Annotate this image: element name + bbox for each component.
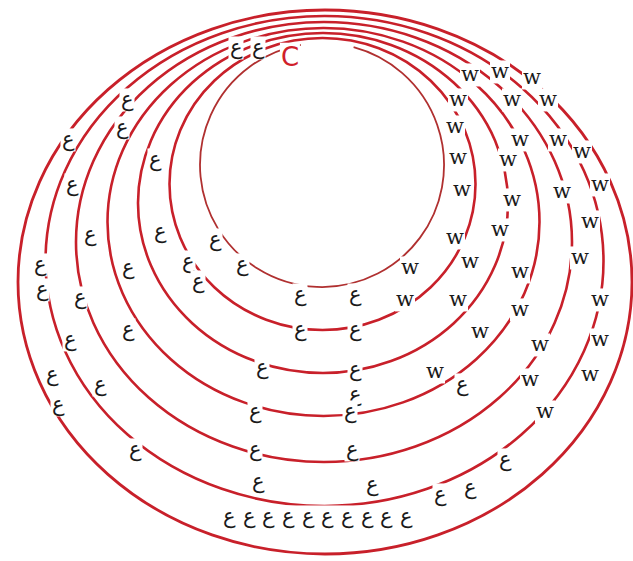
cell-symbol: w [570, 246, 590, 269]
cell-symbol: ع [348, 283, 363, 306]
cell-symbol: ع [248, 438, 263, 461]
cell-symbol: ع [35, 278, 50, 301]
cell-symbol: w [580, 363, 600, 386]
cell-symbol: ع [293, 318, 308, 341]
band-line [108, 28, 540, 416]
cell-symbol: w [572, 140, 592, 163]
cell-symbol: w [535, 400, 555, 423]
cell-symbol: w [490, 60, 510, 83]
cell-symbol: ع [51, 393, 66, 416]
cell-symbol: w [590, 173, 610, 196]
cell-symbol: ع [255, 356, 270, 379]
cell-symbol: w [548, 128, 568, 151]
cell-symbol: ع [348, 358, 363, 381]
cell-symbol: ع [455, 373, 470, 396]
cell-symbol: w [538, 88, 558, 111]
band-line [46, 16, 604, 506]
cell-symbol: ع [128, 438, 143, 461]
cell-symbol: ع [148, 148, 163, 171]
cell-symbol: ع [208, 228, 223, 251]
cell-symbol: ع [61, 128, 76, 151]
cell-symbol: ع [93, 373, 108, 396]
cell-symbol: w [498, 148, 518, 171]
outer-oval [18, 10, 632, 554]
cell-symbol: ع [248, 400, 263, 423]
cell-symbol: w [448, 288, 468, 311]
cell-symbol: ع [348, 318, 363, 341]
cell-symbol: ع [45, 363, 60, 386]
cell-symbol: w [502, 88, 522, 111]
cell-symbol: ع [345, 438, 360, 461]
band-line [76, 22, 572, 462]
cell-symbol: w [448, 146, 468, 169]
cell-symbol: ع [433, 483, 448, 506]
cell-symbol: w [510, 260, 530, 283]
cell-symbol: ع [251, 36, 266, 59]
cell-symbol: w [425, 360, 445, 383]
cell-symbol: w [460, 250, 480, 273]
cell-symbol: w [522, 66, 542, 89]
cell-symbol: w [445, 115, 465, 138]
cell-symbol: ع [121, 318, 136, 341]
cell-symbol: ع [63, 328, 78, 351]
cell-symbol: w [395, 288, 415, 311]
region-letter: C [280, 43, 300, 72]
cell-symbol: ع [235, 253, 250, 276]
cell-symbol: ع [498, 448, 513, 471]
cell-symbol: w [448, 88, 468, 111]
cell-symbol: ع [33, 253, 48, 276]
red-bands [46, 16, 604, 506]
cell-symbol: ع [229, 36, 244, 59]
cell-symbol: w [552, 180, 572, 203]
cell-symbol: ع [365, 473, 380, 496]
cell-symbol: w [530, 333, 550, 356]
cell-symbol: ع [73, 286, 88, 309]
cell-symbol: ع [121, 256, 136, 279]
cell-symbol: w [590, 288, 610, 311]
cell-symbol: ع [251, 470, 266, 493]
band-line [170, 38, 476, 330]
cell-symbol: w [460, 63, 480, 86]
cell-symbol: ع ع ع ع ع ع ع ع ع ع [222, 505, 414, 528]
cell-symbol: ع [343, 400, 358, 423]
cell-symbol: w [510, 298, 530, 321]
cell-symbol: ع [120, 88, 135, 111]
cell-symbol: ع [83, 223, 98, 246]
cell-symbol: w [470, 320, 490, 343]
cell-symbol: w [445, 226, 465, 249]
cell-symbol: ع [115, 116, 130, 139]
cell-symbol: ع [191, 270, 206, 293]
band-line [138, 33, 508, 373]
cell-symbol: ع [65, 173, 80, 196]
cell-symbol: ع [153, 220, 168, 243]
cell-symbol: w [490, 218, 510, 241]
cell-symbol: w [452, 178, 472, 201]
cell-symbol: w [590, 328, 610, 351]
cell-symbol: w [502, 188, 522, 211]
cell-symbol: w [400, 256, 420, 279]
inner-circle [200, 45, 444, 287]
cell-symbol: ع [463, 476, 478, 499]
cell-symbol: ع [293, 283, 308, 306]
cell-symbol: w [580, 210, 600, 233]
cell-symbol: w [520, 368, 540, 391]
